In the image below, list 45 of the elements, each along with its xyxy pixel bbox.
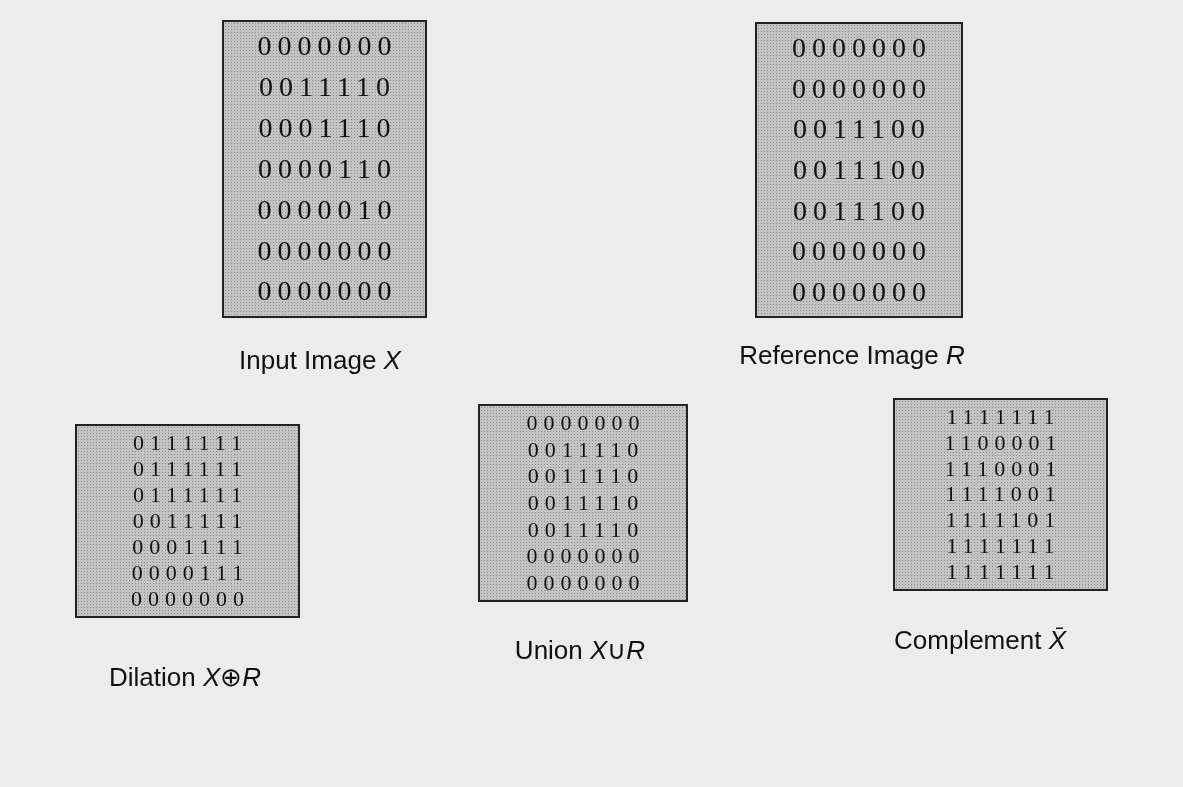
matrix-row-text: 0111111 — [132, 484, 248, 506]
binary-matrix — [893, 398, 1108, 591]
matrix-row-text: 1110001 — [943, 457, 1063, 480]
matrix-row-text: 0000111 — [130, 562, 250, 584]
matrix-row-text: 0000000 — [256, 32, 398, 61]
matrix-row-text: 0111111 — [132, 432, 248, 454]
matrix-row-text: 0011100 — [792, 115, 931, 144]
matrix-row-text: 0111111 — [132, 458, 248, 480]
binary-matrix — [75, 424, 300, 618]
matrix-row-text: 1111001 — [944, 483, 1062, 506]
matrix-row-text: 0011100 — [792, 155, 931, 184]
matrix-row-text: 0000000 — [130, 588, 250, 610]
matrix-row-text: 1111111 — [945, 561, 1061, 583]
matrix-row-text: 0011110 — [258, 73, 396, 102]
matrix-row-text: 1111111 — [945, 405, 1061, 428]
matrix-row-text: 0001110 — [257, 114, 397, 143]
matrix-row-text: 0011100 — [792, 196, 931, 225]
matrix-row-text: 0000000 — [791, 74, 932, 103]
matrix-row-text: 0000000 — [791, 34, 932, 63]
matrix-row-text: 0011110 — [526, 465, 645, 488]
matrix-row-text: 0000000 — [256, 277, 398, 306]
matrix-row-text: 0000010 — [256, 195, 398, 224]
matrix-row-text: 1100001 — [943, 431, 1063, 454]
matrix-row-text: 0011111 — [131, 510, 249, 532]
matrix-row-text: 0000000 — [525, 545, 646, 568]
matrix-row-text: 0001111 — [131, 536, 249, 558]
node-label: Reference Image R — [739, 340, 965, 371]
matrix-row-text: 0000000 — [791, 277, 932, 306]
matrix-row-text: 0000000 — [791, 237, 932, 266]
matrix-row-text: 1111111 — [945, 535, 1061, 558]
node-label: Complement X̄ — [894, 625, 1066, 656]
matrix-row-text: 0000110 — [257, 154, 397, 183]
matrix-row-text: 0000000 — [525, 412, 646, 435]
binary-matrix — [222, 20, 427, 318]
node-label: Dilation X⊕R — [108, 662, 262, 693]
matrix-row-text: 0011110 — [526, 438, 645, 461]
node-label: Union X∪R — [514, 635, 646, 666]
binary-matrix — [478, 404, 688, 602]
binary-matrix — [755, 22, 963, 318]
matrix-row-text: 0000000 — [525, 571, 646, 594]
matrix-row-text: 0011110 — [526, 518, 645, 541]
matrix-row-text: 1111101 — [944, 509, 1062, 532]
matrix-row-text: 0011110 — [526, 491, 645, 514]
matrix-row-text: 0000000 — [256, 236, 398, 265]
node-label: Input Image X — [239, 345, 401, 376]
